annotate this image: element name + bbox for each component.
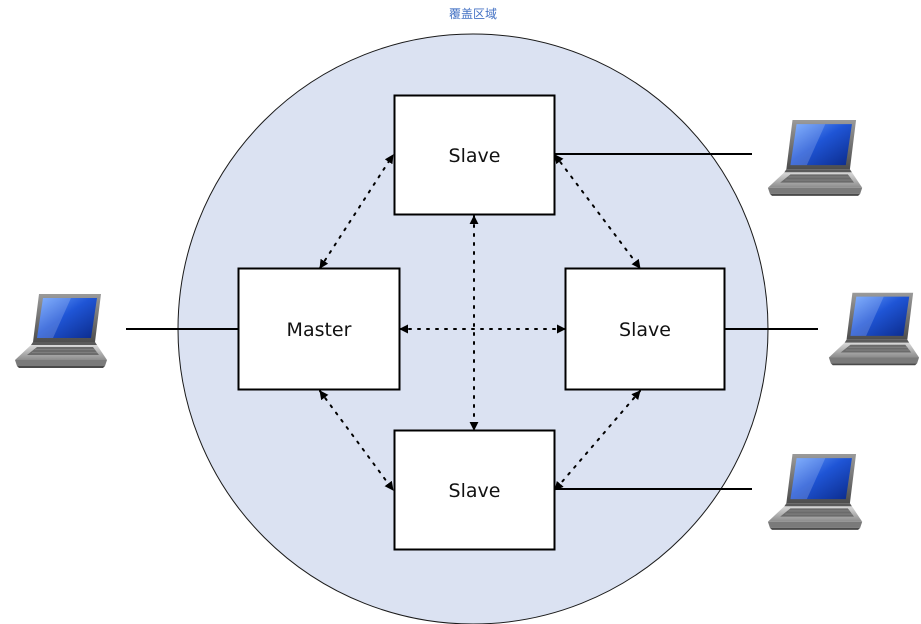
node-box: [393, 429, 556, 551]
laptop-icon: [767, 453, 863, 531]
node-slave-bottom: Slave: [393, 429, 556, 551]
coverage-area-label: 覆盖区域: [449, 7, 497, 21]
wireless-links: [319, 154, 641, 491]
node-box: [237, 267, 401, 391]
link-master-slave-bottom: [319, 390, 394, 491]
node-slave-top: Slave: [393, 94, 556, 216]
laptop-icon: [828, 292, 920, 366]
laptop-icon: [767, 119, 863, 197]
node-label: Slave: [449, 145, 501, 167]
node-master: Master: [237, 267, 401, 391]
node-label: Slave: [619, 319, 671, 341]
device-connections: [126, 153, 818, 490]
node-label: Master: [287, 319, 352, 341]
link-slave-right-slave-bottom: [554, 390, 641, 491]
laptop-icon: [14, 293, 108, 369]
node-label: Slave: [449, 480, 501, 502]
node-box: [393, 94, 556, 216]
node-box: [564, 267, 726, 391]
node-slave-right: Slave: [564, 267, 726, 391]
link-slave-top-slave-right: [554, 154, 641, 269]
